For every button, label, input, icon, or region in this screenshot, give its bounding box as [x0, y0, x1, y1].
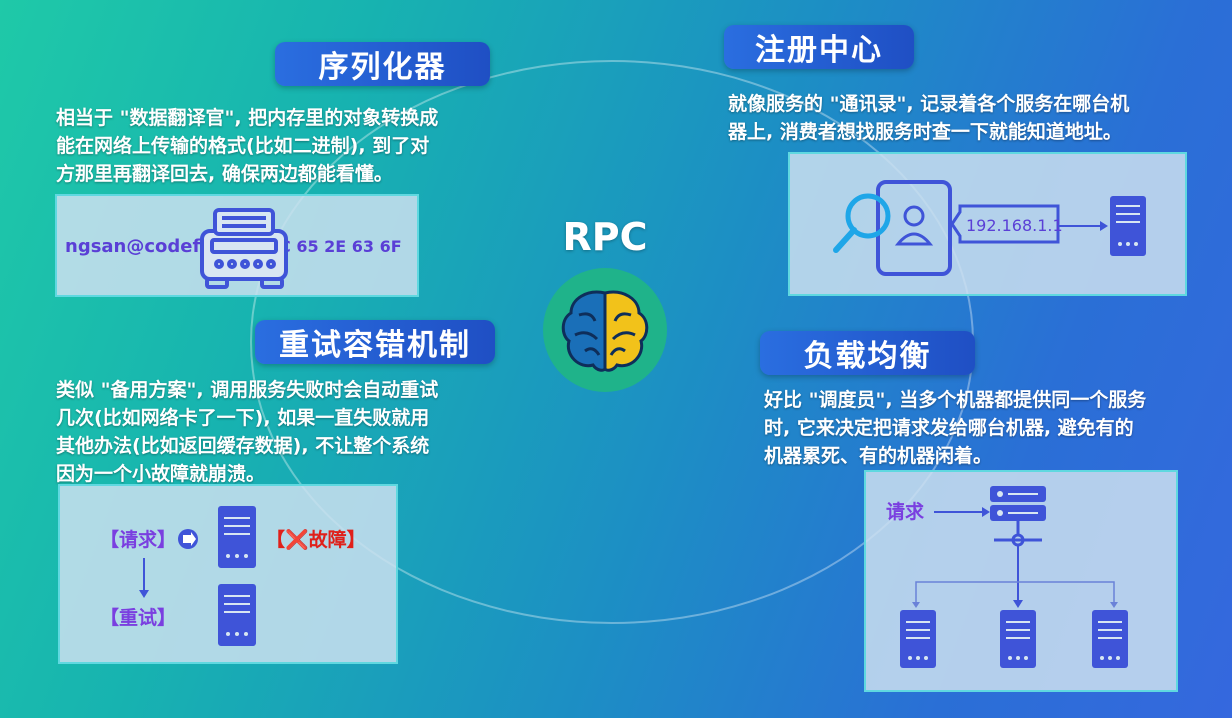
server-icon — [1000, 610, 1036, 668]
down-arrow-head — [139, 590, 149, 598]
desc-line: 时, 它来决定把请求发给哪台机器, 避免有的 — [764, 417, 1134, 439]
desc-line: 其他办法(比如返回缓存数据), 不让整个系统 — [56, 435, 430, 457]
balancer-server-icon — [990, 486, 1046, 547]
tablet-icon — [876, 180, 952, 276]
desc-line: 几次(比如网络卡了一下), 如果一直失败就用 — [56, 407, 430, 429]
plain-text-label: ngsan@codef — [65, 236, 201, 257]
rpc-title: RPC — [562, 215, 648, 259]
address-bubble — [950, 204, 1060, 244]
registry-illustration: 192.168.1.1 — [788, 152, 1187, 296]
request-arrow-head — [982, 507, 990, 517]
binary-text-label: C 65 2E 63 6F — [279, 237, 402, 256]
request-label: 请求 — [886, 500, 925, 523]
serialization-illustration: ngsan@codef C 65 2E 63 6F — [55, 194, 419, 297]
loadbalance-title: 负载均衡 — [760, 331, 975, 375]
desc-line: 相当于 "数据翻译官", 把内存里的对象转换成 — [56, 107, 439, 129]
serialization-desc: 相当于 "数据翻译官", 把内存里的对象转换成 能在网络上传输的格式(比如二进制… — [56, 104, 496, 188]
search-icon — [845, 193, 891, 239]
serializer-diagram: ngsan@codef C 65 2E 63 6F — [65, 208, 402, 289]
desc-line: 因为一个小故障就崩溃。 — [56, 463, 266, 485]
retry-label: 【重试】 — [100, 606, 176, 629]
retry-diagram: 【请求】 【❌故障】 【重试】 — [100, 506, 366, 646]
desc-line: 能在网络上传输的格式(比如二进制), 到了对 — [56, 135, 430, 157]
machine-icon — [200, 208, 288, 289]
desc-line: 类似 "备用方案", 调用服务失败时会自动重试 — [56, 379, 439, 401]
brain-graphic — [561, 290, 649, 372]
distribution-branch-right — [1018, 581, 1115, 604]
left-arrow-head — [912, 602, 920, 608]
loadbalance-diagram: 请求 — [886, 486, 1128, 668]
fault-label: 【❌故障】 — [266, 528, 366, 551]
server-icon — [1092, 610, 1128, 668]
contact-icon — [903, 205, 925, 227]
loadbalance-desc: 好比 "调度员", 当多个机器都提供同一个服务 时, 它来决定把请求发给哪台机器… — [764, 386, 1214, 470]
ip-address: 192.168.1.1 — [966, 216, 1063, 235]
server-icon — [1110, 196, 1146, 256]
retry-illustration: 【请求】 【❌故障】 【重试】 — [58, 484, 398, 664]
registry-title: 注册中心 — [724, 25, 914, 69]
request-label: 【请求】 — [100, 528, 176, 551]
desc-line: 方那里再翻译回去, 确保两边都能看懂。 — [56, 163, 393, 185]
contact-body — [894, 232, 934, 246]
search-handle — [833, 227, 857, 253]
serialization-title: 序列化器 — [275, 42, 490, 86]
distribution-arrow — [1013, 600, 1023, 608]
registry-diagram: 192.168.1.1 — [833, 180, 1146, 276]
desc-line: 好比 "调度员", 当多个机器都提供同一个服务 — [764, 389, 1147, 411]
right-arrow-head — [1110, 602, 1118, 608]
loadbalance-illustration: 请求 — [864, 470, 1178, 692]
brain-icon — [543, 268, 667, 392]
retry-desc: 类似 "备用方案", 调用服务失败时会自动重试 几次(比如网络卡了一下), 如果… — [56, 376, 496, 488]
distribution-branch-left — [915, 581, 1018, 604]
arrow-right-glyph — [183, 532, 196, 546]
registry-desc: 就像服务的 "通讯录", 记录着各个服务在哪台机 器上, 消费者想找服务时查一下… — [728, 90, 1198, 146]
server-icon — [218, 584, 256, 646]
desc-line: 器上, 消费者想找服务时查一下就能知道地址。 — [728, 121, 1122, 143]
arrow-head — [1100, 221, 1108, 231]
desc-line: 机器累死、有的机器闲着。 — [764, 445, 993, 467]
retry-title: 重试容错机制 — [255, 320, 495, 364]
server-icon — [900, 610, 936, 668]
desc-line: 就像服务的 "通讯录", 记录着各个服务在哪台机 — [728, 93, 1130, 115]
server-icon — [218, 506, 256, 568]
